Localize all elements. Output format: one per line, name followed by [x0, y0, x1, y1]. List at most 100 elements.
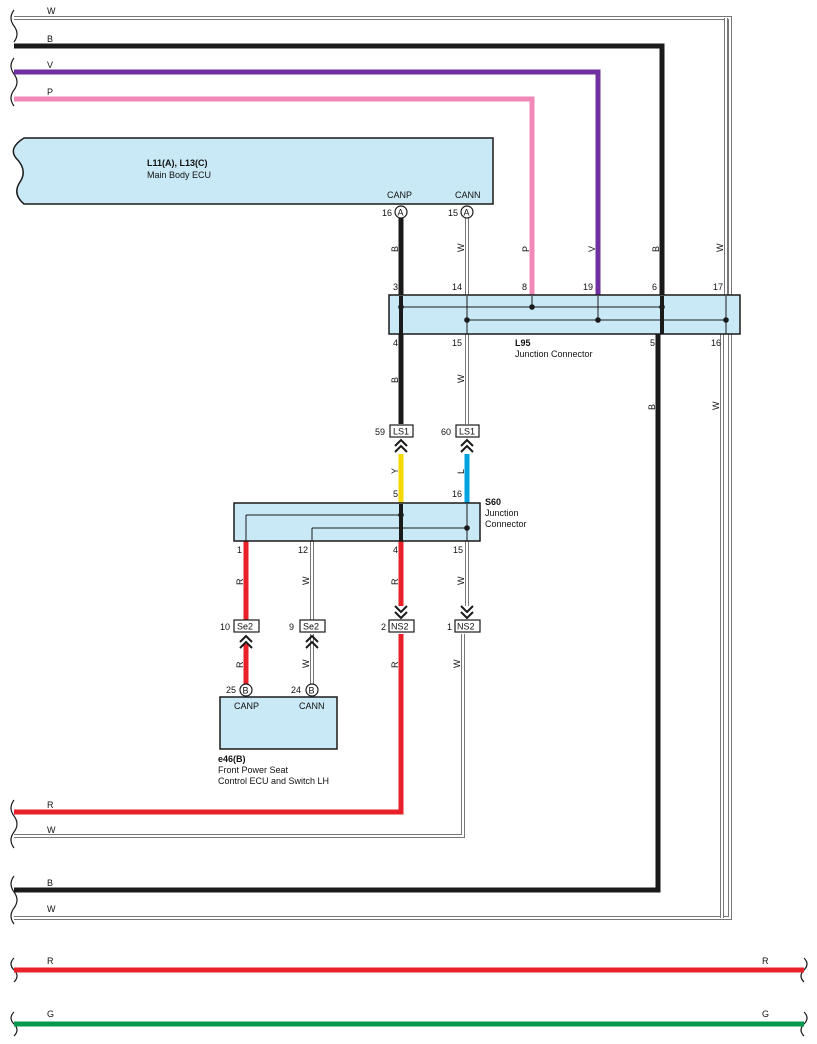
connector-b-circle	[239, 683, 253, 697]
s60-name-line1: Junction	[485, 508, 519, 518]
wire-color: B	[390, 246, 400, 252]
wire-color: W	[711, 401, 721, 410]
wire-label: B	[47, 34, 53, 44]
wire-color: B	[651, 246, 661, 252]
s60-pin: 1	[237, 545, 242, 555]
ns2-box	[388, 619, 415, 633]
seat-ecu-canp-label: CANP	[234, 701, 259, 711]
ls1-box	[455, 424, 480, 438]
wire-color: W	[715, 243, 725, 252]
main-ecu-name: Main Body ECU	[147, 170, 211, 180]
wire-label: W	[47, 904, 56, 914]
wire-label: P	[47, 87, 53, 97]
s60-pin: 15	[453, 545, 463, 555]
l95-pin: 4	[393, 338, 398, 348]
lower-inline-connectors: 10 Se2 9 Se2 2 NS2 1 NS2	[220, 605, 481, 649]
ls1-pin: 59	[375, 427, 385, 437]
se2-label: Se2	[237, 622, 253, 632]
l95-pin: 3	[393, 282, 398, 292]
wire-label: W	[47, 825, 56, 835]
mid-wire-color-labels: B W B W	[390, 374, 721, 410]
left-wire-labels: W B V P R W B W R G R G	[47, 6, 769, 1019]
l95-pin: 5	[650, 338, 655, 348]
wire-color: W	[456, 243, 466, 252]
wire-label: V	[47, 60, 53, 70]
seat-ecu-body	[219, 696, 338, 750]
colored-wires	[14, 43, 804, 1027]
ls1-label: LS1	[393, 427, 409, 437]
main-ecu-canp-connector: A	[398, 208, 404, 218]
lower-wire-color-labels: R W R W	[235, 659, 462, 668]
main-ecu-cann-pin: 15	[448, 208, 458, 218]
ls1-box	[389, 424, 414, 438]
s60-pin: 5	[393, 489, 398, 499]
s60-junction-connector: 5 16 S60 Junction Connector 1 12 4 15	[233, 489, 527, 555]
wire-color: B	[390, 377, 400, 383]
s60-name-line2: Connector	[485, 519, 527, 529]
main-ecu-cann-label: CANN	[455, 190, 481, 200]
ls1-pin: 60	[441, 427, 451, 437]
s60-pin: 4	[393, 545, 398, 555]
ls1-label: LS1	[459, 427, 475, 437]
front-power-seat-ecu: 25 B 24 B CANP CANN e46(B) Front Power S…	[218, 683, 338, 786]
l95-pin: 6	[652, 282, 657, 292]
seat-ecu-cann-pin: 24	[291, 685, 301, 695]
wire-color: W	[456, 576, 466, 585]
seat-ecu-cann-connector: B	[309, 686, 315, 696]
l95-body	[388, 294, 741, 335]
ls1-wire-color-labels: Y L	[390, 468, 466, 474]
main-ecu-canp-pin: 16	[382, 208, 392, 218]
l95-pin: 16	[711, 338, 721, 348]
ns2-pin: 1	[447, 622, 452, 632]
seat-ecu-code: e46(B)	[218, 754, 246, 764]
wire-color: R	[235, 578, 245, 585]
l95-name: Junction Connector	[515, 349, 593, 359]
wire-color: W	[452, 659, 462, 668]
wire-color: R	[235, 661, 245, 668]
se2-label: Se2	[303, 622, 319, 632]
l95-code: L95	[515, 338, 531, 348]
se2-box	[299, 619, 326, 633]
wire-label: B	[47, 878, 53, 888]
main-ecu-body	[12, 137, 494, 205]
white-wires	[14, 16, 732, 920]
main-ecu-code: L11(A), L13(C)	[147, 158, 208, 168]
l95-pin: 19	[583, 282, 593, 292]
l95-junction-connector: 3 14 8 19 6 17 4 15 5 16 L95	[388, 282, 741, 359]
connector-a-circle	[460, 205, 474, 219]
wire-label: R	[762, 956, 769, 966]
l95-pin: 8	[522, 282, 527, 292]
seat-ecu-name-line2: Control ECU and Switch LH	[218, 776, 329, 786]
l95-pin: 14	[452, 282, 462, 292]
s60-code: S60	[485, 497, 501, 507]
se2-pin: 9	[289, 622, 294, 632]
l95-pin: 15	[452, 338, 462, 348]
wire-color: R	[390, 661, 400, 668]
l95-pin: 17	[713, 282, 723, 292]
upper-wire-color-labels: B W P V B W	[390, 243, 725, 252]
wire-label: W	[47, 6, 56, 16]
seat-ecu-canp-pin: 25	[226, 685, 236, 695]
wire-color: R	[390, 578, 400, 585]
ls1-connectors: 59 LS1 60 LS1	[375, 424, 480, 453]
s60-body	[233, 502, 481, 542]
ns2-box	[454, 619, 481, 633]
wire-color: W	[456, 374, 466, 383]
seat-ecu-cann-label: CANN	[299, 701, 325, 711]
connector-a-circle	[394, 205, 408, 219]
wire-color: B	[647, 404, 657, 410]
wire-color: W	[301, 659, 311, 668]
ns2-pin: 2	[381, 622, 386, 632]
seat-ecu-name-line1: Front Power Seat	[218, 765, 289, 775]
wire-label: R	[47, 800, 54, 810]
wire-color: P	[521, 246, 531, 252]
main-ecu-canp-label: CANP	[387, 190, 412, 200]
wire-color: Y	[390, 468, 400, 474]
main-body-ecu: L11(A), L13(C) Main Body ECU CANP CANN 1…	[12, 137, 494, 219]
se2-box	[233, 619, 260, 633]
s60-pin: 12	[298, 545, 308, 555]
wire-label: G	[762, 1009, 769, 1019]
s60-wire-color-labels: R W R W	[235, 576, 466, 585]
wire-color: V	[587, 246, 597, 252]
